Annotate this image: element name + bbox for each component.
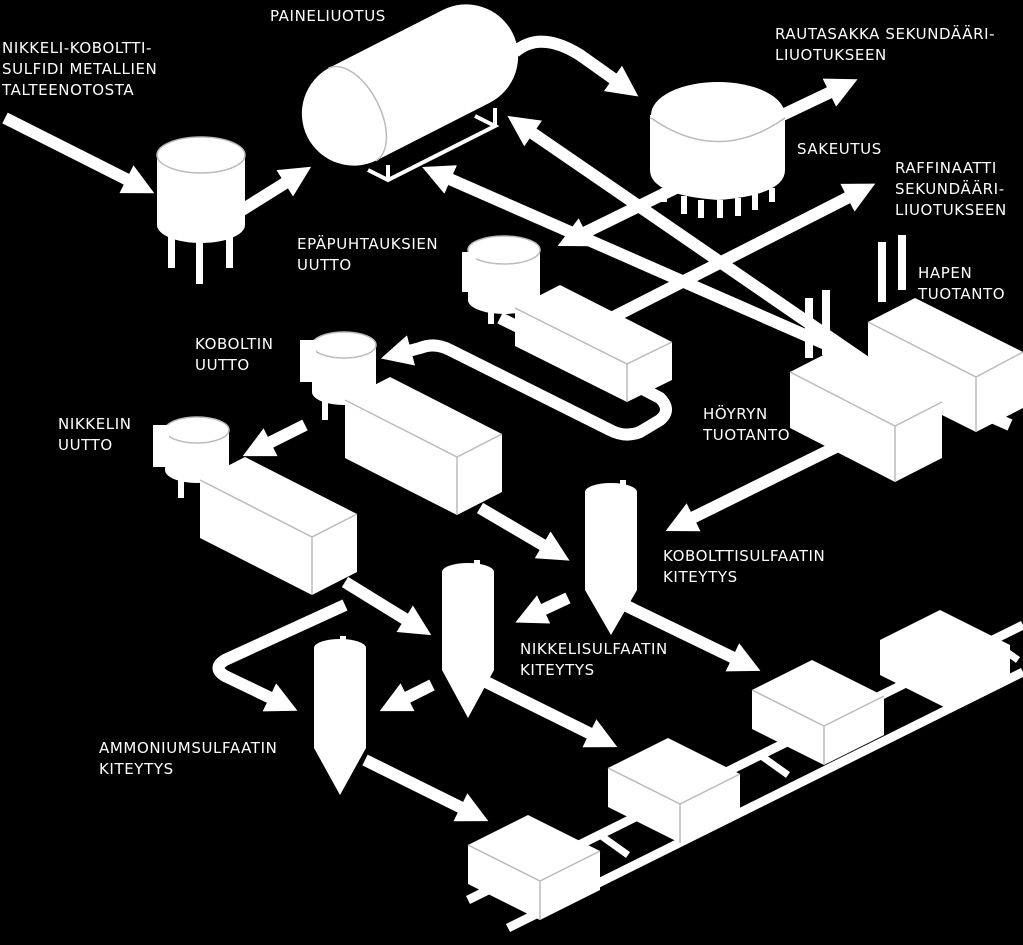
label-line: TALTEENOTOSTA — [2, 81, 135, 99]
label-nickel-sulfate-crystallization: NIKKELISULFAATIN KITEYTYS — [520, 639, 668, 681]
label-iron-precipitate: RAUTASAKKA SEKUNDÄÄRI- LIUOTUKSEEN — [775, 24, 995, 66]
arrow-nickel-cryst-to-ammonium-cryst — [379, 679, 435, 712]
label-line: NIKKELIN — [58, 415, 132, 433]
label-line: LIUOTUKSEEN — [775, 46, 887, 64]
label-line: SEKUNDÄÄRI- — [895, 180, 1005, 198]
thickener — [650, 82, 786, 218]
label-line: RAUTASAKKA SEKUNDÄÄRI- — [775, 25, 996, 43]
arrow-tank-to-autoclave — [238, 166, 312, 216]
cobalt-extraction-unit — [300, 331, 503, 515]
label-cobalt-extraction: KOBOLTIN UUTTO — [195, 334, 274, 376]
label-nickel-cobalt-sulfide: NIKKELI-KOBOLTTI- SULFIDI METALLIEN TALT… — [2, 38, 157, 101]
label-pressure-leaching: PAINELIUOTUS — [270, 6, 386, 27]
label-line: SAKEUTUS — [797, 140, 882, 158]
label-line: EPÄPUHTAUKSIEN — [297, 235, 439, 253]
label-line: HÖYRYN — [703, 405, 768, 423]
arrow-cobalt-to-crystallizer — [476, 502, 570, 561]
arrow-nickel-to-crystallizer — [341, 576, 432, 636]
label-line: AMMONIUMSULFAATIN — [99, 739, 278, 757]
arrow-nickel-cryst-to-train — [479, 674, 618, 748]
label-line: KOBOLTIN — [195, 335, 274, 353]
label-line: KITEYTYS — [520, 661, 595, 679]
label-line: NIKKELISULFAATIN — [520, 640, 668, 658]
label-line: KITEYTYS — [99, 760, 174, 778]
oxygen-production-unit — [867, 235, 1023, 432]
label-line: SULFIDI METALLIEN — [2, 60, 158, 78]
label-line: UUTTO — [195, 356, 250, 374]
label-line: UUTTO — [58, 436, 113, 454]
cobalt-sulfate-crystallizer — [585, 480, 637, 635]
steam-production-unit — [789, 290, 943, 482]
label-line: PAINELIUOTUS — [270, 7, 386, 25]
arrow-ammonium-cryst-to-train — [362, 754, 489, 822]
label-line: KOBOLTTISULFAATIN — [663, 547, 826, 565]
label-line: TUOTANTO — [703, 426, 791, 444]
arrow-cobalt-to-nickel — [242, 419, 308, 457]
label-impurity-extraction: EPÄPUHTAUKSIEN UUTTO — [297, 234, 438, 276]
label-line: RAFFINAATTI — [895, 159, 997, 177]
arrow-cobalt-cryst-to-nickel-cryst — [515, 592, 571, 624]
nickel-sulfate-crystallizer — [442, 560, 494, 718]
arrow-steam-to-cobalt-cryst — [665, 439, 843, 532]
nickel-extraction-unit — [153, 416, 358, 595]
autoclave — [301, 4, 519, 183]
label-ammonium-sulfate-crystallization: AMMONIUMSULFAATIN KITEYTYS — [99, 738, 277, 780]
label-line: KITEYTYS — [663, 568, 738, 586]
label-line: NIKKELI-KOBOLTTI- — [2, 39, 153, 57]
impurity-extraction-unit — [462, 235, 673, 402]
label-steam-production: HÖYRYN TUOTANTO — [703, 404, 790, 446]
arrow-nickel-to-ammonium — [212, 599, 348, 712]
label-raffinate: RAFFINAATTI SEKUNDÄÄRI- LIUOTUKSEEN — [895, 158, 1007, 221]
feed-tank — [156, 136, 246, 284]
ammonium-sulfate-crystallizer — [314, 636, 366, 795]
arrow-autoclave-to-thickener — [511, 35, 639, 97]
railway-train — [466, 610, 1023, 933]
label-thickening: SAKEUTUS — [797, 139, 882, 160]
label-nickel-extraction: NIKKELIN UUTTO — [58, 414, 132, 456]
label-line: TUOTANTO — [918, 285, 1006, 303]
arrow-cobalt-cryst-to-train — [607, 592, 761, 672]
label-line: HAPEN — [918, 264, 973, 282]
label-cobalt-sulfate-crystallization: KOBOLTTISULFAATIN KITEYTYS — [663, 546, 825, 588]
label-line: LIUOTUKSEEN — [895, 201, 1007, 219]
arrow-feed-in — [2, 112, 155, 194]
label-oxygen-production: HAPEN TUOTANTO — [918, 263, 1005, 305]
label-line: UUTTO — [297, 256, 352, 274]
